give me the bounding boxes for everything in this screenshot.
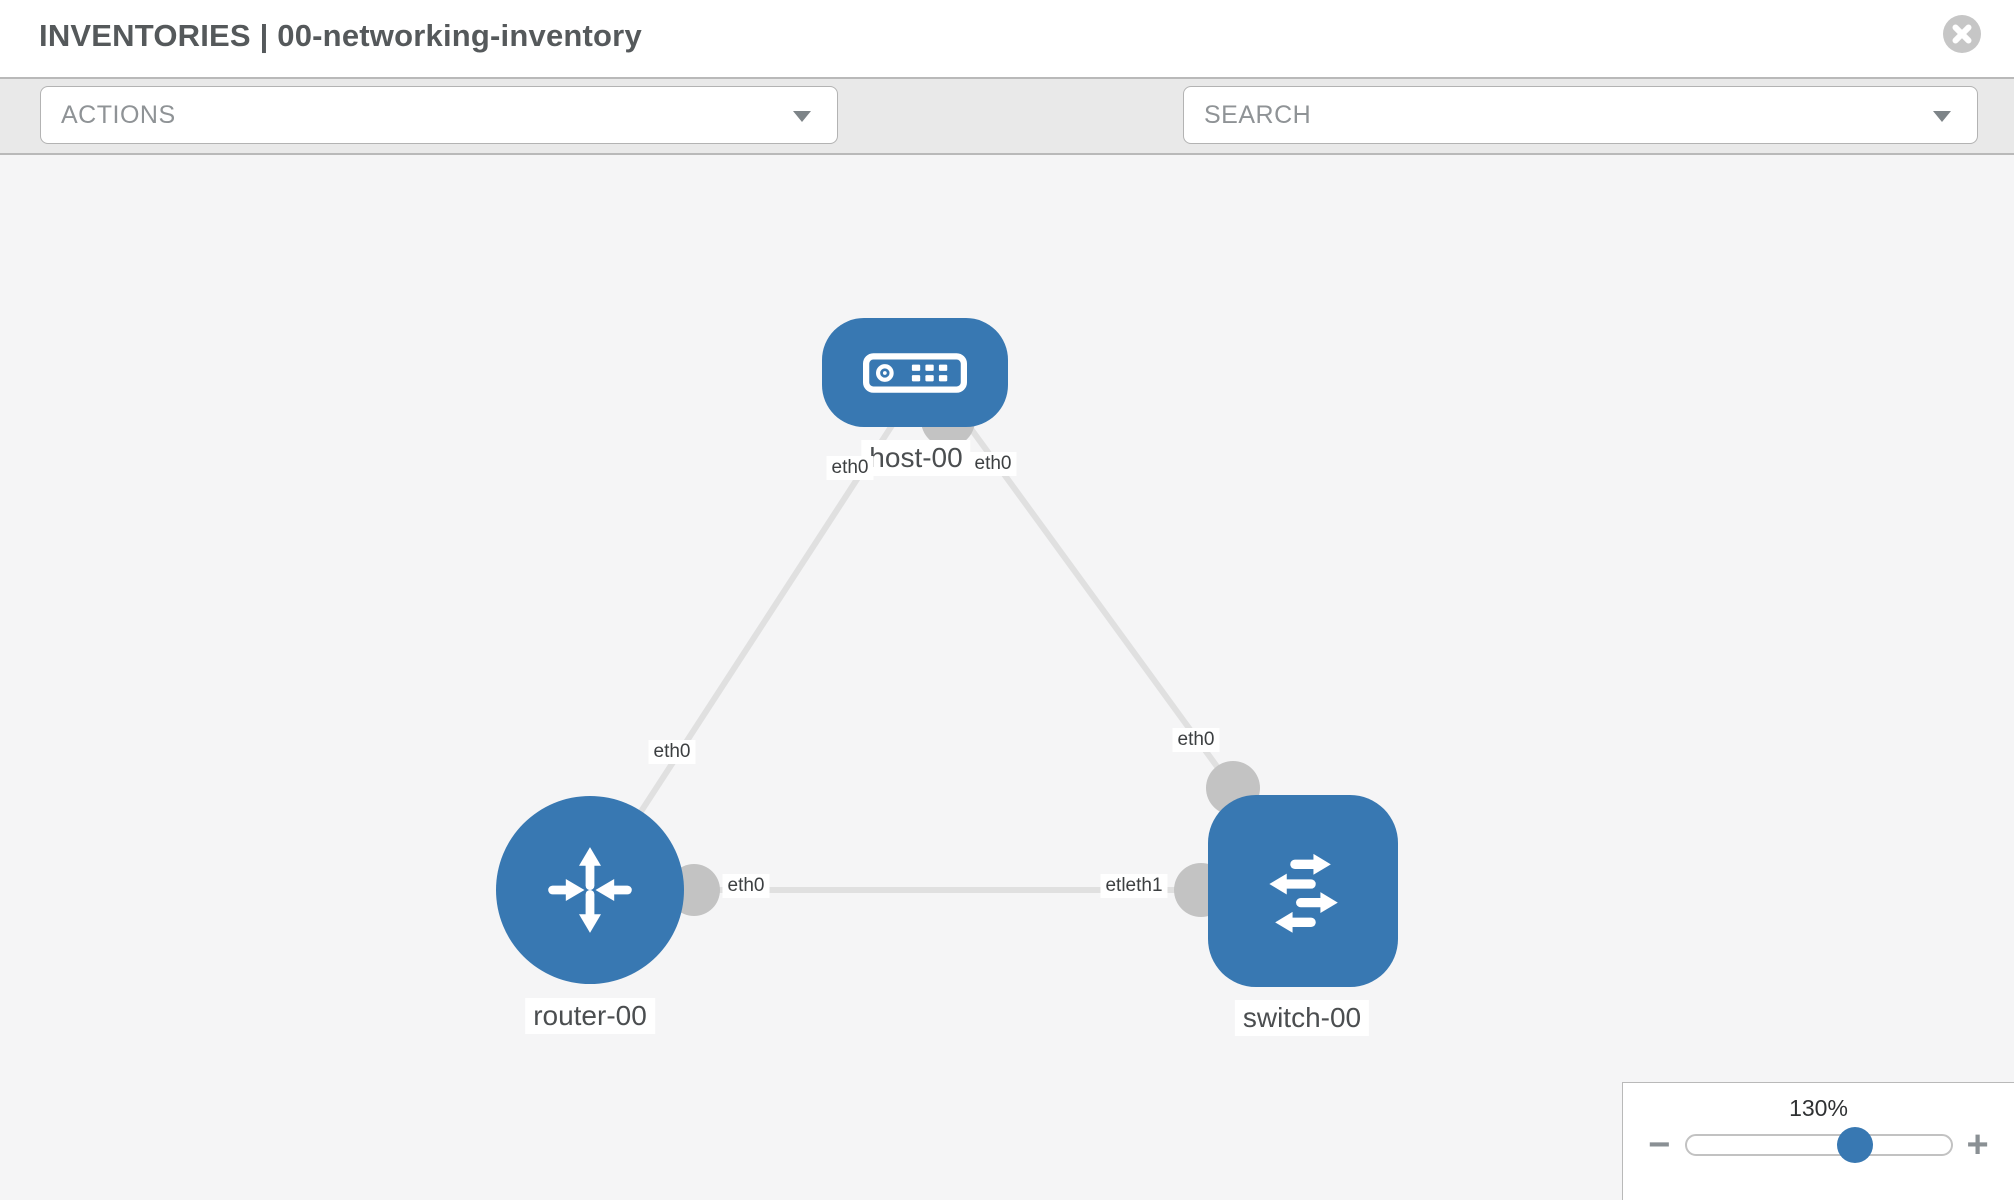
search-placeholder: SEARCH <box>1204 100 1312 129</box>
zoom-slider[interactable] <box>1684 1134 1953 1156</box>
topology-edges-layer <box>587 388 1303 917</box>
interface-label-host-eth0-left: eth0 <box>826 456 874 480</box>
interface-label-switch-eth0-top: eth0 <box>1172 728 1220 752</box>
server-icon <box>863 352 967 393</box>
close-button[interactable] <box>1943 15 1981 53</box>
interface-label-router-eth0-top: eth0 <box>648 740 696 764</box>
interface-label-switch-eth1-left: etleth1 <box>1100 874 1168 898</box>
router-arrows-icon <box>548 847 632 933</box>
zoom-out-button[interactable]: − <box>1648 1124 1671 1166</box>
zoom-panel: 130% − + <box>1622 1082 2014 1200</box>
node-switch-00[interactable] <box>1208 795 1398 987</box>
zoom-percent-label: 130% <box>1789 1095 1848 1121</box>
zoom-slider-row: − + <box>1623 1124 2014 1166</box>
zoom-in-button[interactable]: + <box>1966 1124 1989 1166</box>
actions-dropdown-label: ACTIONS <box>61 100 176 129</box>
switch-arrows-icon <box>1269 853 1338 933</box>
node-label-switch: switch-00 <box>1234 1000 1370 1036</box>
interface-label-host-eth0-right: eth0 <box>969 452 1017 476</box>
search-dropdown[interactable]: SEARCH <box>1183 86 1978 144</box>
header: INVENTORIES | 00-networking-inventory <box>0 0 2014 77</box>
interface-label-router-eth0-right: eth0 <box>722 874 770 898</box>
page-title: INVENTORIES | 00-networking-inventory <box>39 18 642 53</box>
chevron-down-icon <box>1933 111 1951 122</box>
topology-canvas[interactable]: host-00 router-00 switch-00 eth0 eth0 et… <box>0 155 2014 1200</box>
toolbar: ACTIONS SEARCH <box>0 77 2014 210</box>
chevron-down-icon <box>793 111 811 122</box>
node-label-host: host-00 <box>861 440 971 476</box>
close-icon <box>1943 15 1981 53</box>
node-host-00[interactable] <box>822 318 1008 427</box>
actions-dropdown[interactable]: ACTIONS <box>40 86 838 144</box>
node-router-00[interactable] <box>496 796 684 984</box>
node-label-router: router-00 <box>525 998 655 1034</box>
